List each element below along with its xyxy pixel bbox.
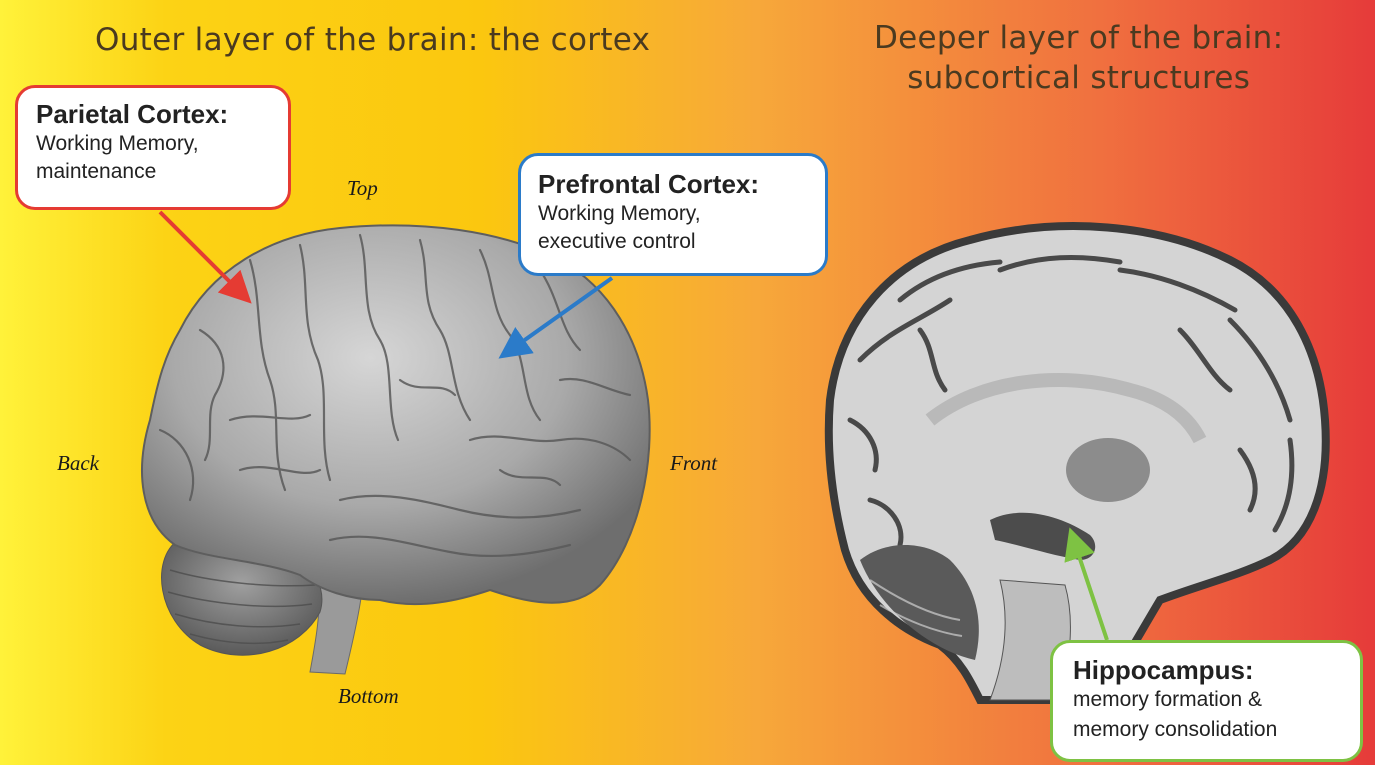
orientation-bottom-label: Bottom: [338, 684, 399, 709]
parietal-arrow: [160, 212, 246, 298]
orientation-top-label: Top: [347, 176, 378, 201]
prefrontal-cortex-callout: Prefrontal Cortex: Working Memory, execu…: [518, 153, 828, 276]
sagittal-mri-image: [829, 226, 1326, 700]
parietal-title: Parietal Cortex:: [36, 98, 288, 130]
thalamus-region: [1066, 438, 1150, 502]
prefrontal-line2: executive control: [538, 228, 825, 256]
prefrontal-line1: Working Memory,: [538, 200, 825, 228]
orientation-back-label: Back: [57, 451, 99, 476]
hippocampus-callout: Hippocampus: memory formation & memory c…: [1050, 640, 1363, 762]
hippocampus-title: Hippocampus:: [1073, 655, 1360, 685]
cortex-brain-image: [142, 225, 650, 674]
subcortical-heading: Deeper layer of the brain: subcortical s…: [874, 18, 1283, 98]
subcortical-heading-line2: subcortical structures: [874, 58, 1283, 98]
prefrontal-title: Prefrontal Cortex:: [538, 168, 825, 200]
parietal-line2: maintenance: [36, 158, 288, 186]
parietal-cortex-callout: Parietal Cortex: Working Memory, mainten…: [15, 85, 291, 210]
parietal-line1: Working Memory,: [36, 130, 288, 158]
cortex-heading: Outer layer of the brain: the cortex: [95, 20, 650, 60]
cerebral-cortex: [142, 225, 650, 604]
hippocampus-line2: memory consolidation: [1073, 715, 1360, 745]
hippocampus-line1: memory formation &: [1073, 685, 1360, 715]
orientation-front-label: Front: [670, 451, 717, 476]
subcortical-heading-line1: Deeper layer of the brain:: [874, 18, 1283, 58]
